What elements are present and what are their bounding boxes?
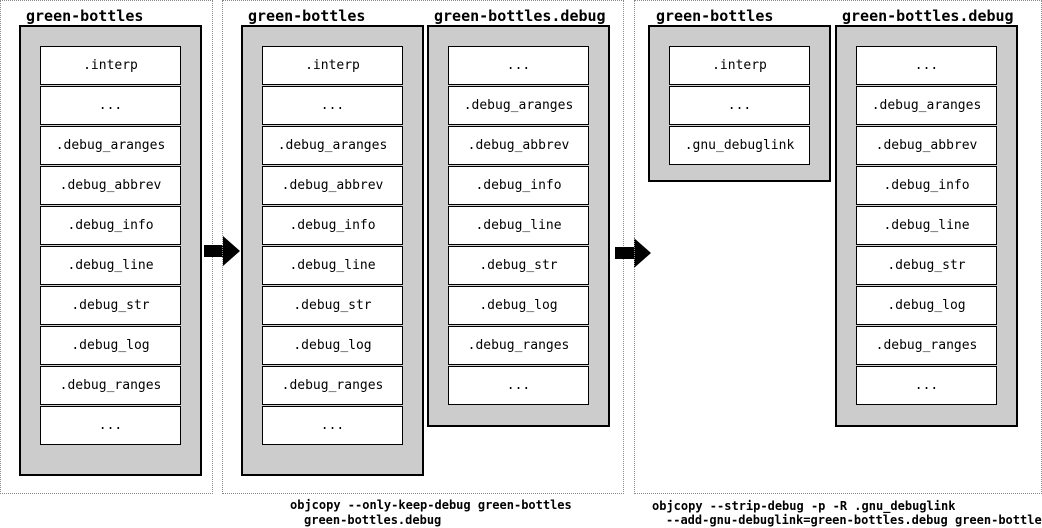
section-debug-abbrev: .debug_abbrev	[856, 126, 997, 165]
section-interp: .interp	[40, 46, 181, 85]
section-debug-line: .debug_line	[856, 206, 997, 245]
section-debug-aranges: .debug_aranges	[448, 86, 589, 125]
section-debug-ranges: .debug_ranges	[448, 326, 589, 365]
file-box-stripped: .interp....gnu_debuglink	[648, 25, 831, 182]
section-ellipsis: ...	[262, 406, 403, 445]
section-ellipsis: ...	[856, 366, 997, 405]
section-debug-info: .debug_info	[40, 206, 181, 245]
section-ellipsis: ...	[448, 46, 589, 85]
section-gnu-debuglink: .gnu_debuglink	[669, 126, 810, 165]
section-debug-log: .debug_log	[856, 286, 997, 325]
file-title-debug: green-bottles.debug	[434, 7, 606, 25]
section-debug-str: .debug_str	[262, 286, 403, 325]
file-title-debug: green-bottles.debug	[842, 7, 1014, 25]
section-debug-abbrev: .debug_abbrev	[262, 166, 403, 205]
section-debug-str: .debug_str	[856, 246, 997, 285]
section-debug-line: .debug_line	[448, 206, 589, 245]
file-title-stripped: green-bottles	[656, 7, 774, 25]
section-debug-abbrev: .debug_abbrev	[40, 166, 181, 205]
command-strip-debug-line1: objcopy --strip-debug -p -R .gnu_debugli…	[652, 499, 956, 513]
file-title-original: green-bottles	[248, 7, 366, 25]
command-keep-debug-line1: objcopy --only-keep-debug green-bottles	[290, 498, 572, 512]
section-debug-line: .debug_line	[262, 246, 403, 285]
command-keep-debug-line2: green-bottles.debug	[304, 513, 442, 527]
section-debug-ranges: .debug_ranges	[262, 366, 403, 405]
section-ellipsis: ...	[40, 406, 181, 445]
section-debug-log: .debug_log	[40, 326, 181, 365]
section-debug-aranges: .debug_aranges	[40, 126, 181, 165]
section-ellipsis: ...	[669, 86, 810, 125]
file-box-original: .interp....debug_aranges.debug_abbrev.de…	[241, 25, 424, 476]
file-box-original: .interp....debug_aranges.debug_abbrev.de…	[19, 25, 202, 476]
section-debug-str: .debug_str	[448, 246, 589, 285]
section-debug-info: .debug_info	[856, 166, 997, 205]
section-interp: .interp	[669, 46, 810, 85]
right-arrow-icon	[615, 238, 651, 268]
section-debug-ranges: .debug_ranges	[856, 326, 997, 365]
file-title-original: green-bottles	[26, 7, 144, 25]
section-ellipsis: ...	[856, 46, 997, 85]
section-debug-abbrev: .debug_abbrev	[448, 126, 589, 165]
section-interp: .interp	[262, 46, 403, 85]
command-strip-debug-line2: --add-gnu-debuglink=green-bottles.debug …	[666, 513, 1042, 527]
file-box-debug: ....debug_aranges.debug_abbrev.debug_inf…	[427, 25, 610, 427]
section-debug-ranges: .debug_ranges	[40, 366, 181, 405]
section-debug-str: .debug_str	[40, 286, 181, 325]
section-ellipsis: ...	[40, 86, 181, 125]
section-debug-line: .debug_line	[40, 246, 181, 285]
section-debug-aranges: .debug_aranges	[856, 86, 997, 125]
section-ellipsis: ...	[448, 366, 589, 405]
section-debug-log: .debug_log	[262, 326, 403, 365]
section-debug-info: .debug_info	[448, 166, 589, 205]
file-box-debug: ....debug_aranges.debug_abbrev.debug_inf…	[835, 25, 1018, 427]
section-ellipsis: ...	[262, 86, 403, 125]
section-debug-info: .debug_info	[262, 206, 403, 245]
section-debug-aranges: .debug_aranges	[262, 126, 403, 165]
section-debug-log: .debug_log	[448, 286, 589, 325]
